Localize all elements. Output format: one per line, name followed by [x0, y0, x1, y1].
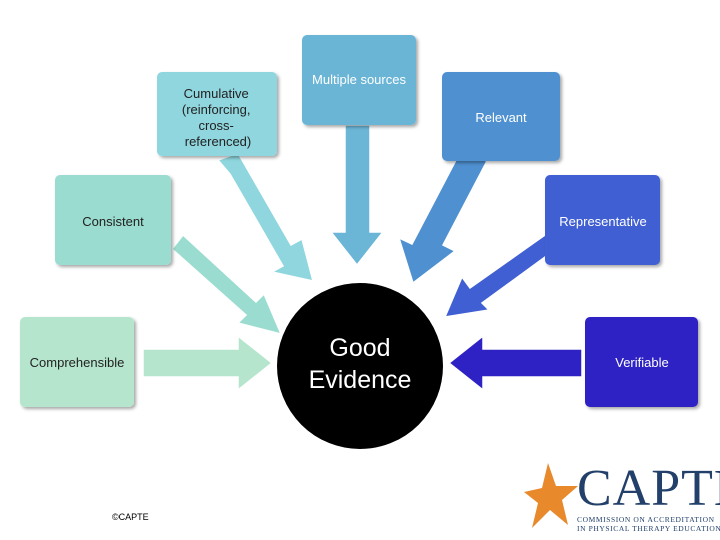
node-label-representative: Representative	[559, 214, 646, 229]
node-box-comprehensible	[20, 317, 134, 407]
capte-logo-subtitle-line1: COMMISSION ON ACCREDITATION	[577, 515, 715, 524]
arrow-consistent	[170, 233, 283, 336]
node-box-relevant	[442, 72, 560, 161]
capte-logo-subtitle-line2: IN PHYSICAL THERAPY EDUCATION	[577, 524, 720, 533]
center-circle	[275, 281, 445, 451]
node-box-consistent	[55, 175, 171, 265]
node-box-verifiable	[585, 317, 698, 407]
node-label-consistent: Consistent	[82, 214, 144, 229]
node-label-multiple-sources: Multiple sources	[312, 72, 406, 87]
center-label-line1: Good	[329, 334, 390, 362]
arrow-cumulative	[216, 152, 315, 282]
capte-logo-subtitle: COMMISSION ON ACCREDITATION IN PHYSICAL …	[577, 515, 720, 533]
center-label-line2: Evidence	[309, 366, 412, 394]
node-box-multiple-sources	[302, 35, 416, 125]
node-label-comprehensible: Comprehensible	[30, 355, 125, 370]
node-label-relevant: Relevant	[475, 110, 527, 125]
arrow-relevant	[397, 152, 489, 285]
arrow-verifiable	[447, 334, 583, 392]
capte-logo-name: CAPTE	[577, 460, 720, 517]
node-box-cumulative	[157, 72, 277, 156]
arrow-representative	[443, 233, 558, 318]
node-box-representative	[545, 175, 660, 265]
capte-logo: CAPTE COMMISSION ON ACCREDITATION IN PHY…	[577, 460, 720, 534]
arrow-comprehensible	[142, 334, 274, 392]
capte-star-icon	[524, 463, 578, 528]
arrow-multiple-sources	[329, 124, 385, 267]
copyright-text: ©CAPTE	[112, 512, 149, 522]
node-label-verifiable: Verifiable	[615, 355, 668, 370]
node-label-cumulative: Cumulative (reinforcing, cross- referenc…	[182, 86, 254, 149]
